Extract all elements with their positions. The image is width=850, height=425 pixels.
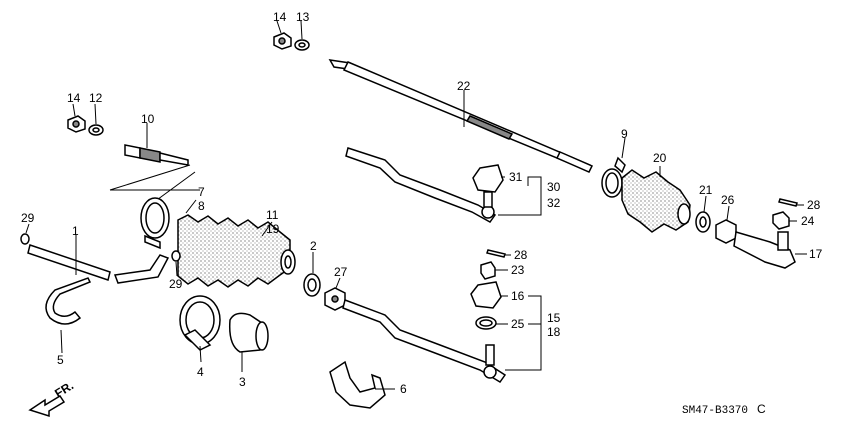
washer-part[interactable] (294, 39, 310, 51)
bracket-part[interactable] (329, 360, 386, 409)
rack-boot-part[interactable] (177, 214, 296, 288)
part-label-30: 30 (547, 180, 561, 194)
clip-part[interactable] (614, 156, 626, 174)
tube-clip-part[interactable] (171, 250, 181, 262)
tube-clip-part[interactable] (20, 233, 30, 245)
part-label-9: 9 (621, 127, 628, 141)
part-label-31: 31 (509, 170, 523, 184)
tie-rod-end-part[interactable] (733, 231, 796, 269)
part-label-29-left: 29 (21, 211, 35, 225)
castle-nut-part[interactable] (480, 261, 496, 280)
part-label-20: 20 (653, 151, 667, 165)
part-label-28-right: 28 (807, 198, 821, 212)
part-label-26: 26 (721, 193, 735, 207)
snap-ring-part[interactable] (475, 316, 497, 330)
diagram-code: SM47-B3370 (682, 405, 748, 417)
part-label-28-center: 28 (514, 248, 528, 262)
breather-tube-part[interactable] (27, 244, 170, 284)
part-label-15: 15 (547, 311, 561, 325)
tie-rod-part[interactable] (345, 147, 497, 223)
part-label-24: 24 (801, 214, 815, 228)
part-label-17: 17 (809, 247, 823, 261)
castle-nut-part[interactable] (772, 211, 790, 230)
clamp-part[interactable] (179, 295, 221, 351)
part-label-6: 6 (400, 382, 407, 396)
bushing-part[interactable] (228, 312, 269, 353)
boot-band-part[interactable] (45, 277, 92, 325)
washer-part[interactable] (88, 124, 104, 136)
front-direction-arrow (28, 394, 66, 418)
rack-end-part[interactable] (124, 144, 189, 166)
part-label-23: 23 (511, 263, 525, 277)
part-label-11: 11 (266, 208, 279, 222)
revision-mark: C (757, 402, 766, 416)
part-label-3: 3 (239, 375, 246, 389)
part-label-27: 27 (334, 265, 348, 279)
part-label-22: 22 (457, 79, 471, 93)
part-label-1: 1 (72, 224, 79, 238)
part-label-5: 5 (57, 353, 64, 367)
nut-part[interactable] (324, 287, 346, 311)
cotter-pin-part[interactable] (486, 249, 506, 258)
nut-part[interactable] (67, 115, 86, 133)
leader-lines (25, 20, 807, 390)
part-label-4: 4 (197, 365, 204, 379)
long-tie-rod-part[interactable] (328, 59, 594, 173)
part-label-16: 16 (511, 289, 525, 303)
cotter-pin-part[interactable] (778, 198, 798, 207)
part-label-2: 2 (310, 239, 317, 253)
part-label-8: 8 (198, 199, 205, 213)
part-label-18: 18 (547, 325, 561, 339)
ball-joint-boot-part[interactable] (472, 164, 504, 193)
part-label-14-left: 14 (67, 91, 81, 105)
rack-boot-part[interactable] (621, 169, 691, 233)
part-label-21: 21 (699, 183, 713, 197)
part-label-29-center: 29 (169, 277, 183, 291)
part-labels: 14 13 22 14 12 10 7 8 11 19 29 1 2 27 29… (21, 10, 823, 396)
part-label-19: 19 (266, 222, 280, 236)
part-label-10: 10 (141, 112, 155, 126)
part-label-32: 32 (547, 196, 561, 210)
part-label-7: 7 (198, 185, 205, 199)
washer-part[interactable] (695, 211, 711, 233)
nut-part[interactable] (715, 219, 737, 244)
boot-band-part[interactable] (601, 168, 623, 198)
boot-clamp-part[interactable] (140, 197, 170, 250)
part-label-12: 12 (89, 91, 103, 105)
part-label-25: 25 (511, 317, 525, 331)
nut-part[interactable] (273, 32, 292, 50)
part-label-13: 13 (296, 10, 310, 24)
washer-part[interactable] (303, 273, 321, 297)
part-label-14-top: 14 (273, 10, 287, 24)
tie-rod-part[interactable] (342, 299, 507, 383)
direction-label: FR. (52, 378, 76, 400)
ball-joint-boot-part[interactable] (470, 281, 502, 309)
